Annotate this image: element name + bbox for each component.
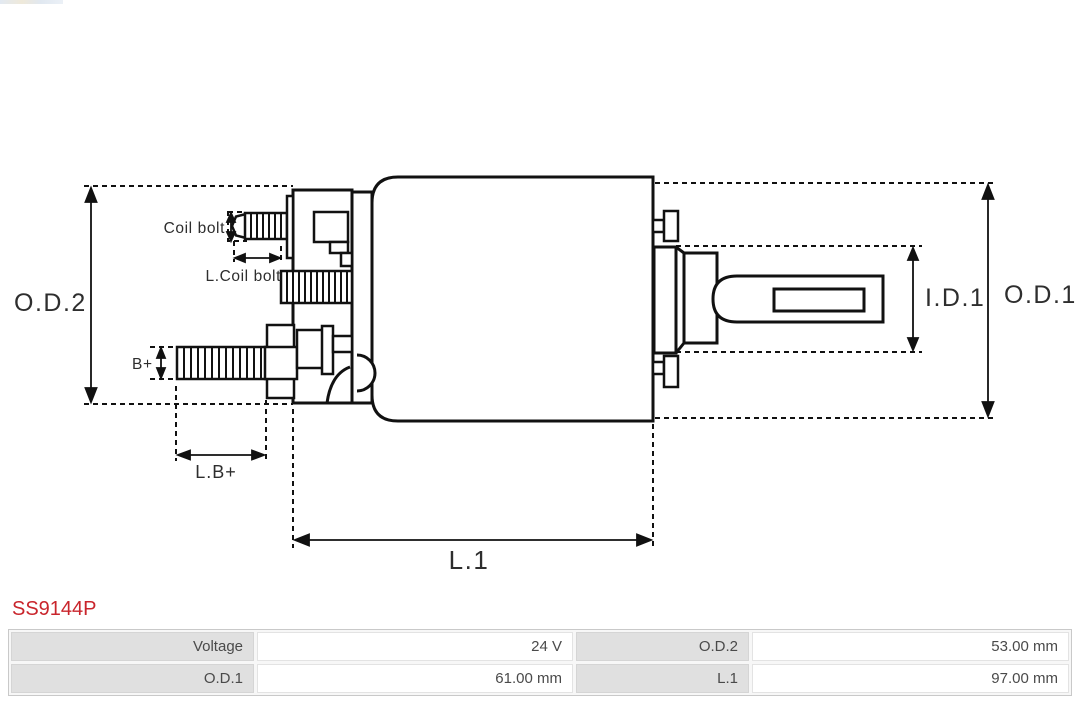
label-od1: O.D.1: [1004, 281, 1077, 309]
solenoid-body: [175, 175, 885, 423]
dim-coil-bolt: [225, 210, 237, 244]
dim-id1: [906, 245, 920, 353]
label-l-coil-bolt: L.Coil bolt: [205, 268, 281, 285]
spec-value-od2: 53.00 mm: [752, 632, 1069, 661]
spec-label-l1: L.1: [576, 664, 749, 693]
dim-lb-plus: [175, 449, 267, 461]
plunger-slot: [772, 287, 866, 313]
label-b-plus: B+: [132, 356, 153, 373]
coil-bolt: [230, 194, 295, 260]
solenoid-technical-drawing: O.D.2 O.D.1 I.D.1 L.1 L.B+ B+ Coil bolt …: [14, 175, 1077, 575]
spec-value-od1: 61.00 mm: [257, 664, 573, 693]
mount-tab-bottom: [651, 354, 680, 389]
plunger-collar: [652, 245, 719, 355]
cap-boot: [325, 353, 377, 404]
part-number: SS9144P: [12, 598, 97, 620]
extension-lines: [84, 182, 997, 548]
dimension-arrows: [84, 182, 995, 547]
spec-table: Voltage 24 V O.D.2 53.00 mm O.D.1 61.00 …: [8, 629, 1072, 696]
label-l1: L.1: [449, 545, 490, 575]
spec-label-od2: O.D.2: [576, 632, 749, 661]
spec-label-voltage: Voltage: [11, 632, 254, 661]
spec-value-l1: 97.00 mm: [752, 664, 1069, 693]
label-id1: I.D.1: [925, 284, 985, 312]
spec-label-od1: O.D.1: [11, 664, 254, 693]
label-od2: O.D.2: [14, 289, 87, 317]
dim-b-plus: [155, 345, 167, 381]
mount-tab-top: [651, 209, 680, 243]
b-plus-bolt: [175, 323, 354, 400]
dim-l1: [292, 533, 654, 547]
dim-od1: [981, 182, 995, 419]
dim-od2: [84, 185, 98, 405]
page-edge-artifact: [0, 0, 63, 4]
cap-terminal-step: [312, 210, 354, 268]
label-coil-bolt: Coil bolt: [164, 220, 225, 237]
solenoid-can: [370, 175, 655, 423]
label-lb-plus: L.B+: [195, 462, 237, 482]
dim-l-coil-bolt: [232, 252, 283, 264]
spec-value-voltage: 24 V: [257, 632, 573, 661]
coil-winding: [279, 269, 354, 305]
